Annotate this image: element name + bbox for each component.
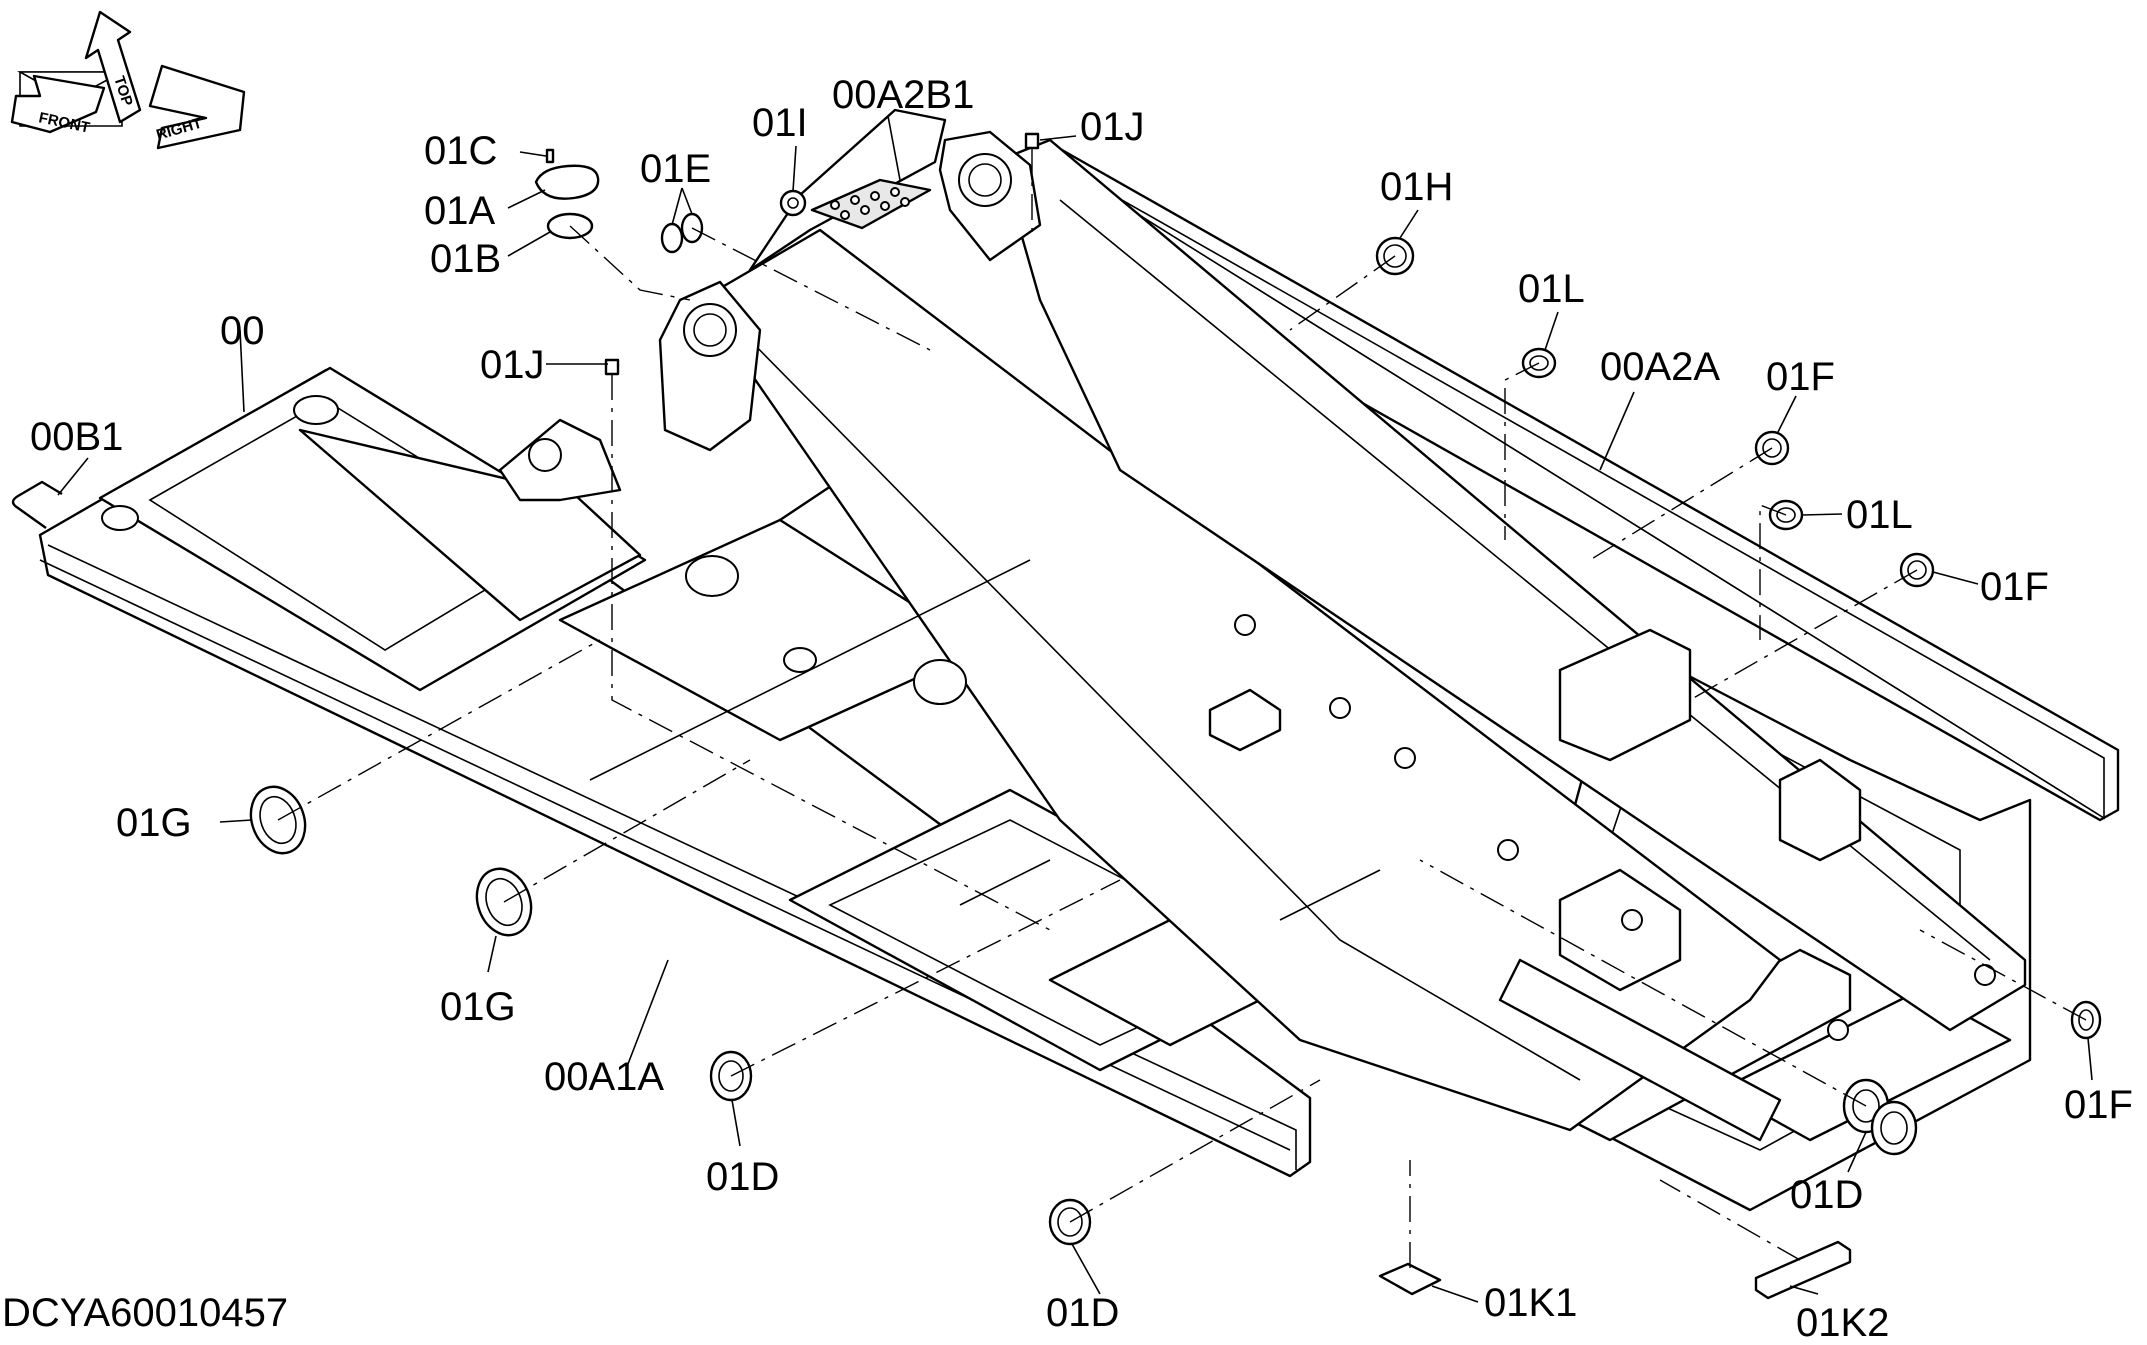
callout-01F-mid: 01F: [1980, 565, 2049, 609]
part-01C-bolt: [545, 148, 555, 164]
callout-01G-left: 01G: [116, 801, 192, 845]
callout-01D-left: 01D: [706, 1155, 779, 1199]
boom-mount-plate: [748, 108, 947, 272]
callout-01C: 01C: [424, 129, 497, 173]
callout-01G-bottom: 01G: [440, 985, 516, 1029]
callout-00B1: 00B1: [30, 415, 123, 459]
part-01A-cover: [534, 164, 600, 200]
part-01J-plug-left: [604, 358, 620, 376]
callout-01I: 01I: [752, 101, 808, 145]
callout-01F-top: 01F: [1766, 355, 1835, 399]
part-01I-washer: [779, 189, 807, 217]
part-01K1-pad: [1378, 1262, 1442, 1296]
checker-plate-holes: [830, 187, 910, 220]
leader-lines: [57, 115, 2093, 1303]
callout-01F-bottom: 01F: [2064, 1083, 2133, 1127]
front-loop-handle: [11, 480, 63, 529]
part-01J-plug-top: [1024, 132, 1040, 150]
callout-00A1A: 00A1A: [544, 1055, 664, 1099]
callout-01E: 01E: [640, 147, 711, 191]
assembly-centerlines: [277, 148, 2087, 1268]
callout-01B: 01B: [430, 237, 501, 281]
beam-bolt-holes: [1234, 614, 1996, 1041]
callout-01D-bottom: 01D: [1046, 1291, 1119, 1335]
callout-01L-right: 01L: [1846, 493, 1913, 537]
drawing-code: DCYA60010457: [2, 1291, 288, 1335]
callout-00A2B1: 00A2B1: [832, 73, 974, 117]
callout-00: 00: [220, 309, 265, 353]
callout-00A2A: 00A2A: [1600, 345, 1720, 389]
part-01E-seal-a: [660, 222, 684, 254]
part-01K2-strip: [1754, 1240, 1852, 1300]
callout-01H: 01H: [1380, 165, 1453, 209]
callout-01A: 01A: [424, 189, 495, 233]
callout-labels: 01C 01A 01B 01E 01I 00A2B1 01J 01H 01L 0…: [30, 73, 2133, 1345]
callout-01D-right: 01D: [1790, 1173, 1863, 1217]
callout-01K1: 01K1: [1484, 1281, 1577, 1325]
callout-01L-top: 01L: [1518, 267, 1585, 311]
callout-01J-top: 01J: [1080, 105, 1145, 149]
orientation-indicator: FRONT TOP RIGHT: [10, 10, 246, 150]
track-frame-assembly: [11, 108, 2120, 1212]
diagonal-beam-right: [998, 138, 2027, 1032]
callout-01K2: 01K2: [1796, 1301, 1889, 1345]
part-01D-seal-right-b: [1870, 1100, 1918, 1156]
callout-01J-left: 01J: [480, 343, 545, 387]
